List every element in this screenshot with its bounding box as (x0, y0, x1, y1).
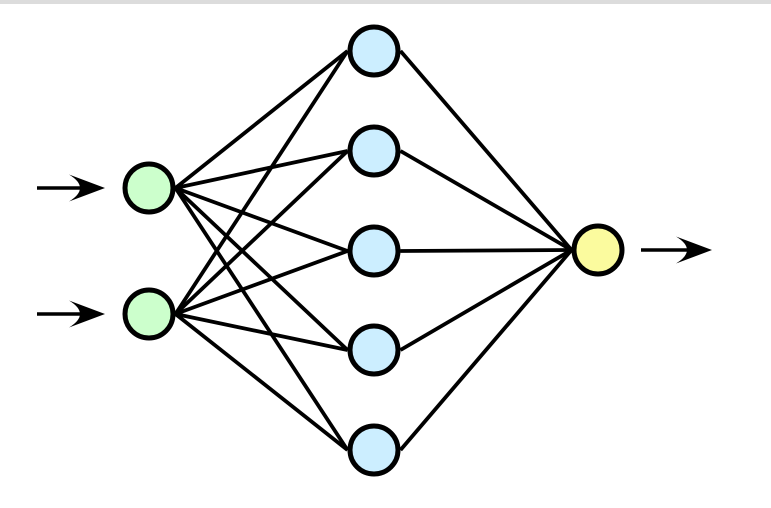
edge-hidden-4-output-1 (399, 248, 573, 352)
window-edge-strip (0, 0, 771, 4)
hidden-1-node (347, 24, 401, 78)
input-arrow-1 (37, 174, 105, 202)
edge-input-1-hidden-2 (175, 149, 348, 190)
input-arrow-2 (37, 300, 105, 328)
arrow-layer (37, 174, 712, 328)
input-1-node (122, 161, 176, 215)
edge-input-2-hidden-2 (174, 149, 349, 316)
edge-input-1-hidden-3 (174, 186, 349, 253)
input-2-node (122, 287, 176, 341)
edge-input-1-hidden-5 (173, 186, 350, 452)
input-arrow-1-head (69, 174, 105, 202)
hidden-4-node (347, 323, 401, 377)
edge-input-2-hidden-5 (174, 312, 349, 452)
output-1-node (571, 223, 625, 277)
hidden-3-node (347, 224, 401, 278)
node-layer (122, 24, 625, 477)
edge-hidden-2-output-1 (399, 149, 573, 252)
output-arrow-head (676, 236, 712, 264)
edge-hidden-5-output-1 (399, 248, 573, 452)
edge-input-2-hidden-4 (175, 312, 348, 352)
edge-input-1-hidden-1 (174, 49, 349, 190)
edge-hidden-3-output-1 (400, 248, 572, 253)
edge-hidden-1-output-1 (399, 49, 573, 252)
input-arrow-2-head (69, 300, 105, 328)
edge-input-2-hidden-3 (174, 249, 349, 316)
hidden-5-node (347, 423, 401, 477)
edge-layer (173, 49, 573, 452)
edge-input-1-hidden-4 (174, 186, 349, 352)
edge-input-2-hidden-1 (173, 49, 350, 316)
hidden-2-node (347, 124, 401, 178)
output-arrow (641, 236, 712, 264)
